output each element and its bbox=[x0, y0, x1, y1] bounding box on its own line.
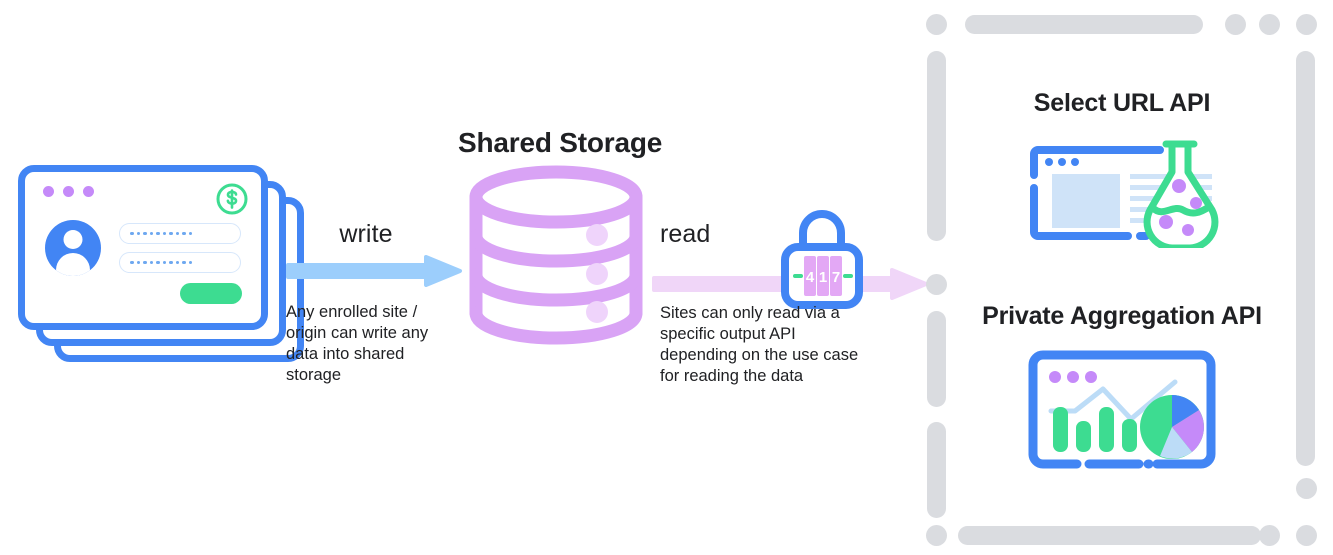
avatar-body bbox=[56, 253, 90, 276]
panel-border-dash bbox=[927, 311, 946, 407]
read-label: read bbox=[660, 220, 711, 248]
api-item-select-url[interactable]: Select URL API bbox=[918, 89, 1326, 253]
panel-border-dot bbox=[926, 274, 947, 295]
output-apis-panel: Select URL API bbox=[918, 8, 1326, 548]
username-field[interactable] bbox=[119, 223, 241, 244]
svg-text:7: 7 bbox=[832, 269, 840, 286]
masked-char bbox=[169, 231, 173, 236]
enrolled-site-card-stack bbox=[14, 165, 314, 365]
masked-char bbox=[182, 231, 186, 236]
write-caption: Any enrolled site / origin can write any… bbox=[286, 303, 429, 384]
masked-char bbox=[156, 260, 160, 265]
masked-char bbox=[162, 260, 166, 265]
window-dots bbox=[43, 186, 94, 197]
user-avatar-icon bbox=[45, 220, 101, 276]
api-title-private-aggregation: Private Aggregation API bbox=[982, 302, 1262, 330]
panel-border-dot bbox=[1259, 525, 1280, 546]
dollar-circle-icon bbox=[215, 182, 249, 216]
panel-border-dot bbox=[1296, 14, 1317, 35]
window-dot-icon bbox=[43, 186, 54, 197]
panel-border-dot bbox=[926, 525, 947, 546]
write-arrow-icon bbox=[286, 255, 466, 292]
read-caption: Sites can only read via a specific outpu… bbox=[660, 304, 859, 385]
masked-char bbox=[162, 231, 166, 236]
masked-char bbox=[188, 231, 192, 236]
panel-border-dot bbox=[1225, 14, 1246, 35]
write-label: write bbox=[339, 220, 393, 248]
api-item-private-aggregation[interactable]: Private Aggregation API bbox=[918, 302, 1326, 479]
combination-padlock-icon: 4 1 7 bbox=[779, 203, 865, 316]
masked-char bbox=[143, 260, 147, 265]
password-field[interactable] bbox=[119, 252, 241, 273]
api-title-select-url: Select URL API bbox=[1033, 89, 1211, 117]
masked-char bbox=[169, 260, 173, 265]
browser-window-charts-icon bbox=[1027, 349, 1217, 479]
submit-button[interactable] bbox=[180, 283, 242, 304]
masked-char bbox=[149, 231, 153, 236]
panel-border-dot bbox=[1296, 525, 1317, 546]
write-flow-group: write Any enrolled site / origin can wri… bbox=[286, 222, 466, 386]
read-flow-group: read Sites can only read via a specific … bbox=[660, 222, 910, 387]
masked-char bbox=[175, 260, 179, 265]
database-cylinder-icon bbox=[466, 165, 646, 350]
svg-text:1: 1 bbox=[819, 269, 827, 286]
panel-border-dot bbox=[1296, 478, 1317, 499]
window-dot-icon bbox=[83, 186, 94, 197]
panel-border-dash bbox=[927, 51, 946, 241]
masked-char bbox=[149, 260, 153, 265]
masked-char bbox=[182, 260, 186, 265]
panel-border-dot bbox=[926, 14, 947, 35]
shared-storage-title: Shared Storage bbox=[458, 127, 663, 158]
masked-char bbox=[143, 231, 147, 236]
panel-border-dash bbox=[1296, 51, 1315, 466]
panel-border-dash bbox=[958, 526, 1261, 545]
masked-char bbox=[175, 231, 179, 236]
masked-char bbox=[130, 231, 134, 236]
masked-char bbox=[136, 231, 140, 236]
browser-window-flask-icon bbox=[1016, 136, 1228, 253]
panel-border-dash bbox=[927, 422, 946, 518]
card-front bbox=[18, 165, 268, 330]
masked-char bbox=[156, 231, 160, 236]
masked-char bbox=[188, 260, 192, 265]
avatar-head bbox=[63, 230, 83, 249]
panel-border-dash bbox=[965, 15, 1203, 34]
window-dot-icon bbox=[63, 186, 74, 197]
masked-char bbox=[136, 260, 140, 265]
svg-text:4: 4 bbox=[806, 269, 815, 286]
panel-border-dot bbox=[1259, 14, 1280, 35]
masked-char bbox=[130, 260, 134, 265]
